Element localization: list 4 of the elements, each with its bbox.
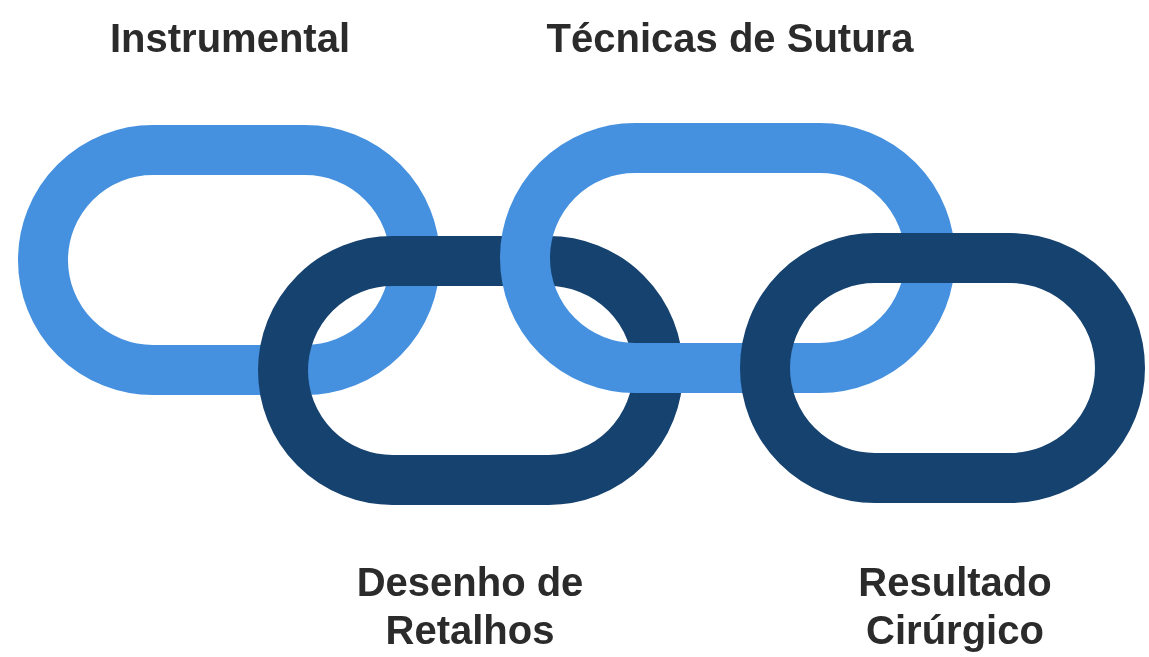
link-label: Resultado Cirúrgico	[857, 559, 1053, 654]
link-label: Desenho de Retalhos	[355, 559, 585, 654]
link-label: Técnicas de Sutura	[545, 15, 915, 62]
link-label: Instrumental	[108, 15, 351, 62]
